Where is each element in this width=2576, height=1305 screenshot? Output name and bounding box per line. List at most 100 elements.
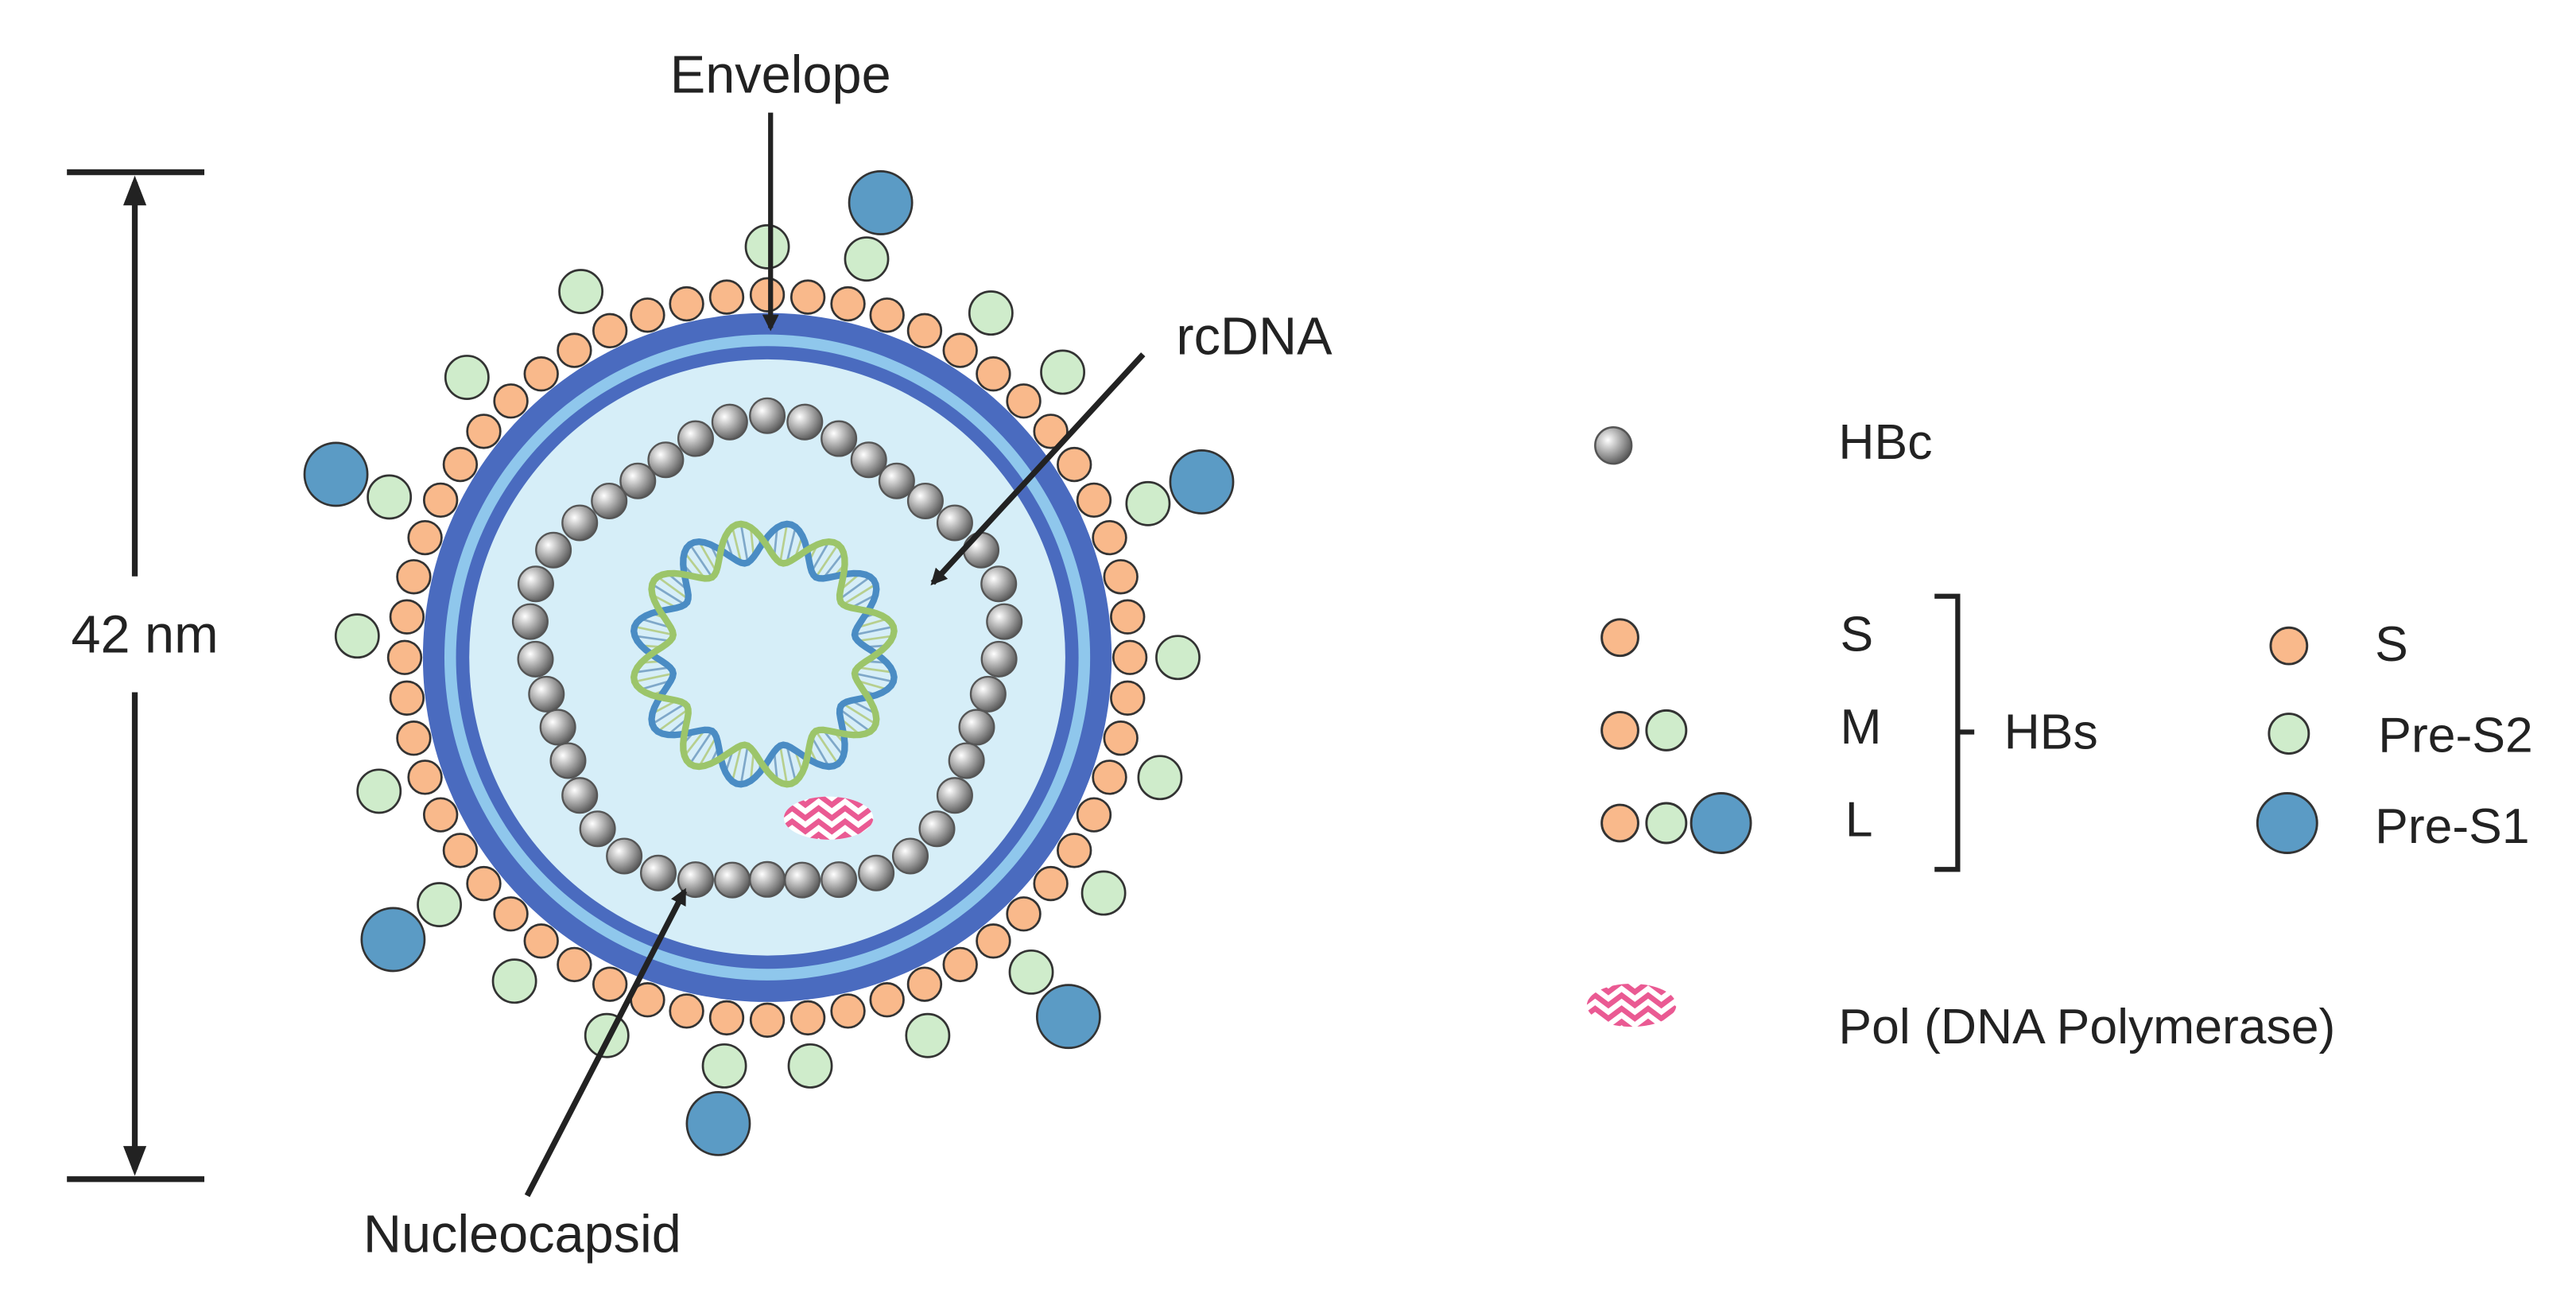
s-protein-icon [942,946,978,983]
hbc-icon [619,462,657,499]
base-pair-rung [842,583,877,606]
base-pair-rung [822,728,844,757]
hbs-bracket [1934,593,1975,872]
s-protein-icon [942,332,978,368]
l-legend-icon [1600,792,1752,854]
base-pair-rung [857,666,894,674]
s-protein-icon [1033,865,1069,902]
m-legend-label: M [1841,699,1882,755]
base-pair-rung [731,526,743,563]
hbc-icon [749,397,786,434]
hbc-icon [786,403,824,441]
base-pair-rung [814,730,840,765]
surface-protein-spikes [303,169,1235,1156]
s-protein-icon [1103,720,1139,756]
rcdna-icon [630,520,898,788]
hbc-icon [549,742,587,779]
s-protein-icon [442,446,479,483]
s-protein-icon [789,279,826,315]
hbc-icon [539,709,576,746]
pre-s2-icon [491,958,537,1004]
hbc-icon [962,531,1000,569]
base-pair-rung [634,672,674,683]
base-pair-rung [651,583,686,606]
s-protein-icon [869,982,905,1018]
hbc-icon [906,482,944,519]
hbc-icon [677,420,714,457]
hbc-icon [561,777,599,814]
hbc-icon [639,854,677,891]
pre-s1-icon [848,169,914,235]
pol-legend-icon [1586,983,1677,1027]
hbc-icon [606,837,643,875]
s-protein-icon [1111,639,1148,675]
s-protein-icon [976,356,1011,392]
s-protein-icon [523,356,559,392]
s-protein-icon [630,297,665,333]
base-pair-rung [839,708,871,732]
base-pair-rung [634,625,674,636]
base-pair-rung [810,736,830,767]
s-protein-icon [493,896,529,932]
s-protein-icon [442,833,479,868]
pre-s2-icon [1080,870,1127,916]
base-pair-rung [856,617,888,629]
s-protein-icon [869,297,905,333]
hbc-icon [711,403,748,441]
rcdna-arrow [930,352,1146,586]
s-protein-icon [708,1000,745,1036]
key-s-icon [2269,626,2309,666]
scale-bar [67,169,205,1183]
base-pair-rung [731,745,743,782]
s-protein-icon [708,279,745,315]
envelope-label: Envelope [670,46,891,105]
s-protein-icon [493,383,529,419]
hbc-icon [980,565,1018,603]
hbc-icon [591,482,628,519]
pre-s2-icon [968,290,1014,336]
hbs-label: HBs [2004,704,2098,759]
key-pre-s2-icon [2268,713,2310,755]
s-protein-icon [396,720,432,756]
base-pair-rung [857,635,894,643]
s-protein-icon [396,559,432,595]
base-pair-rung [698,736,718,767]
base-pair-rung [739,523,749,563]
pre-s2-icon [356,768,402,814]
s-protein-icon [523,923,559,959]
nucleocapsid-arrow [524,887,688,1198]
base-pair-rung [778,745,789,785]
s-protein-icon [789,1000,826,1036]
hbc-icon [821,420,858,457]
hbc-icon [579,810,616,848]
pre-s2-icon [367,474,413,520]
base-pair-rung [854,672,894,683]
pre-s2-icon [905,1012,951,1058]
nucleocapsid-label: Nucleocapsid [363,1205,681,1264]
s-protein-icon [389,680,425,716]
l-legend-label: L [1845,792,1873,848]
pre-s1-icon [1035,984,1101,1050]
s-protein-icon [407,519,443,556]
nucleocapsid-hbc-ring [511,397,1023,899]
s-protein-icon [557,332,592,368]
base-pair-rung [842,702,877,725]
hbc-legend-label: HBc [1838,414,1932,470]
base-pair-rung [657,576,689,600]
base-pair-rung [739,745,749,785]
key-s-label: S [2375,616,2408,672]
s-legend-icon [1600,618,1639,658]
rcdna-label: rcDNA [1176,308,1333,367]
hbc-icon [784,861,821,899]
dna-strand-green [630,520,898,788]
hbc-icon [535,531,572,569]
pol-legend-label: Pol (DNA Polymerase) [1838,999,2335,1054]
key-pre-s2-label: Pre-S2 [2378,707,2532,763]
pre-s2-icon [787,1043,833,1089]
hbc-icon [980,640,1018,678]
pre-s1-icon [303,441,369,507]
hbc-icon [969,675,1007,713]
hbc-icon [891,837,929,875]
s-protein-icon [1006,896,1042,932]
